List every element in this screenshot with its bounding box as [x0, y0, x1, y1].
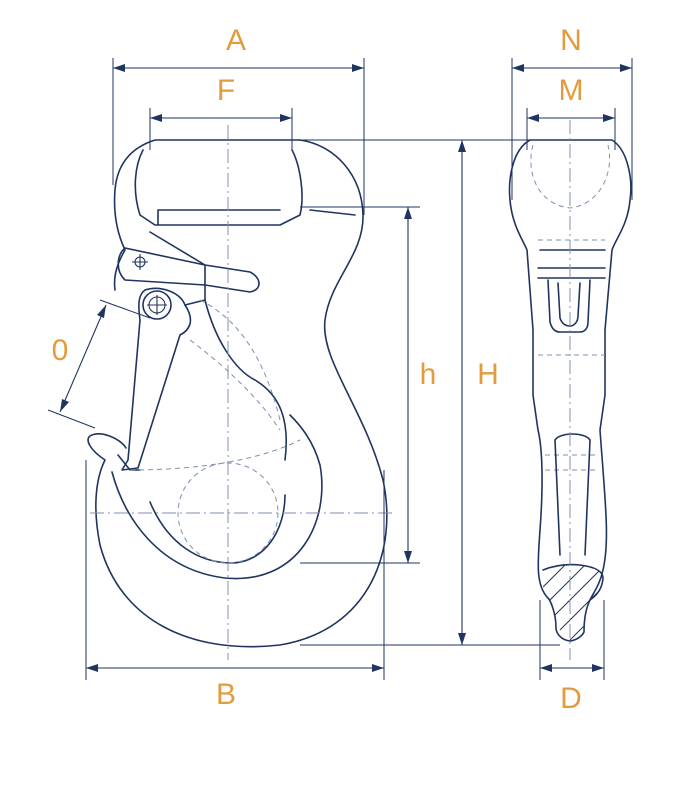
dimensions: [47, 58, 633, 680]
hook-shank: [204, 299, 287, 461]
dim-line-o: [59, 304, 107, 413]
label-d: D: [560, 682, 582, 715]
label-h-total: H: [477, 358, 499, 391]
label-h: h: [420, 358, 437, 391]
label-a: A: [226, 24, 246, 57]
hook-body-outline: [87, 139, 388, 648]
hook-saddle: [149, 494, 286, 564]
hook-side-view: [508, 120, 632, 660]
hook-eye-slot: [134, 149, 303, 226]
label-n: N: [560, 24, 582, 57]
hook-head: [113, 139, 301, 291]
label-f: F: [217, 74, 235, 107]
dimension-labels: A F 0 h H B N M D: [52, 24, 584, 715]
side-eye-hidden: [530, 144, 610, 209]
hook-front-view: [87, 125, 395, 660]
latch-arm: [121, 287, 192, 471]
side-section-outline: [542, 563, 604, 601]
label-m: M: [559, 74, 584, 107]
side-slot: [537, 249, 606, 279]
label-b: B: [216, 678, 236, 711]
hook-throat: [111, 414, 323, 580]
pivot-pin-icon: [142, 290, 172, 320]
label-o: 0: [52, 334, 69, 367]
latch-plate: [117, 247, 260, 293]
side-outline: [508, 139, 632, 642]
